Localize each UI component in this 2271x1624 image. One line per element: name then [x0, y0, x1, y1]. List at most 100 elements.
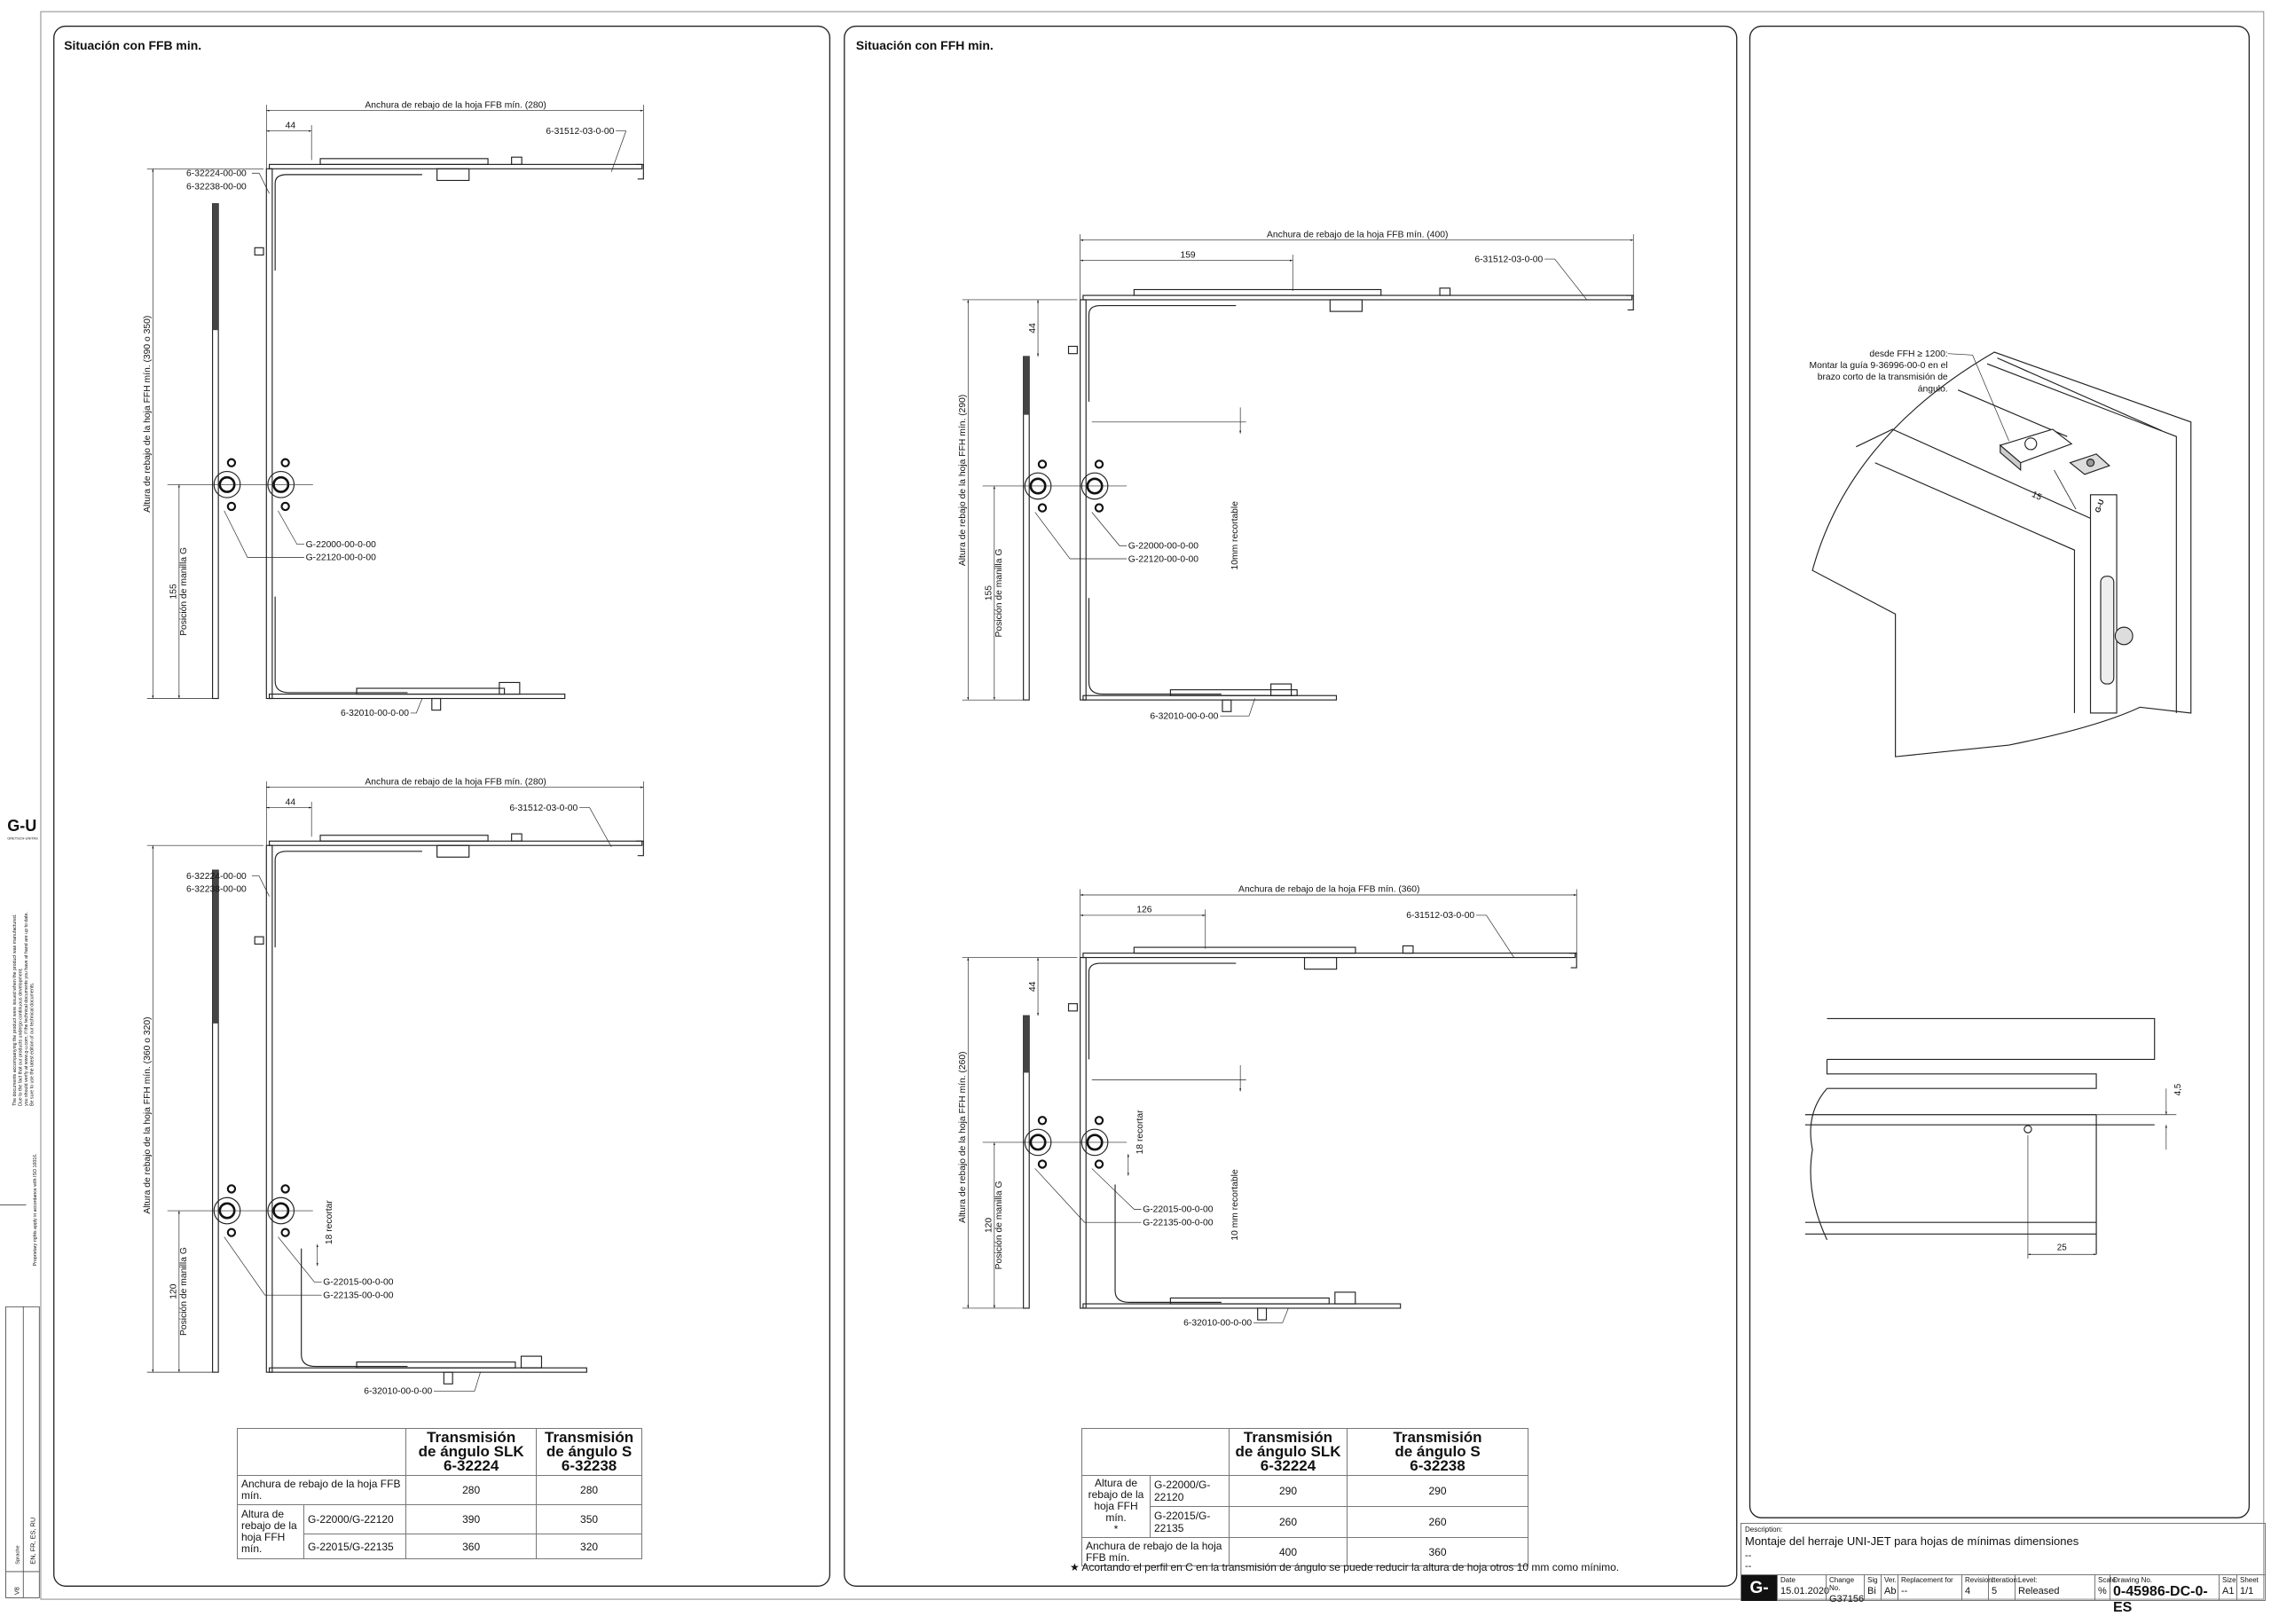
screw-hole: [226, 1228, 237, 1237]
bar-hatch: [212, 203, 219, 331]
top-stay-arm: [1082, 953, 1576, 959]
width-dim-label: Anchura de rebajo de la hoja FFB mín. (2…: [365, 777, 546, 787]
bottom-plate: [356, 1361, 516, 1369]
bar-hatch: [1023, 356, 1030, 415]
leader-line: [610, 130, 627, 172]
title-block: Description: Montaje del herraje UNI-JET…: [1741, 1523, 2266, 1621]
c-profile-bottom: [1088, 598, 1222, 695]
part-label-corner: 6-32224-00-00: [186, 169, 247, 179]
bottom-plate: [1169, 689, 1298, 696]
part-label-bottom: 6-32010-00-0-00: [1150, 711, 1218, 721]
vert-dim-label: 44: [1028, 323, 1038, 333]
cut-label: 18 recortar: [1136, 1110, 1145, 1154]
leader-line: [278, 510, 304, 545]
screw-hole: [280, 1184, 290, 1194]
svg-text:desde FFH ≥ 1200:: desde FFH ≥ 1200:: [1869, 349, 1947, 359]
svg-text:V8: V8: [12, 1587, 20, 1595]
screw-hole: [226, 1184, 237, 1194]
panel-title-ffh: Situación con FFH min.: [856, 38, 994, 52]
panel-detail: [1748, 25, 2251, 1518]
bottom-stay-arm: [1082, 1303, 1402, 1309]
leader-line: [579, 807, 612, 848]
bar-hatch: [1023, 1016, 1030, 1073]
sub-dim-label: 126: [1136, 906, 1151, 915]
corner-drive-rail: [1080, 299, 1087, 701]
part-label-bottom: 6-32010-00-0-00: [341, 709, 409, 718]
panel-title-ffb: Situación con FFB min.: [64, 38, 201, 52]
part-label-top: 6-31512-03-0-00: [1406, 911, 1474, 921]
detail-dim-4-5: 4,5: [2173, 1083, 2183, 1095]
corner-drive-rail: [265, 844, 273, 1373]
height-dim-label: Altura de rebajo de la hoja FFH mín. (36…: [143, 1016, 153, 1213]
arm-hook: [1626, 294, 1634, 311]
stay-block: [1329, 299, 1363, 312]
leader-line: [278, 1236, 322, 1283]
part-label-gearbox: G-22120-00-0-00: [306, 553, 376, 563]
panel-ffb: [53, 25, 831, 1587]
part-label-gearbox: G-22015-00-0-00: [1143, 1205, 1213, 1215]
leader-line: [224, 1236, 322, 1296]
part-label-bottom: 6-32010-00-0-00: [364, 1387, 432, 1397]
part-label-top: 6-31512-03-0-00: [546, 127, 614, 137]
bottom-pin: [443, 1371, 453, 1385]
svg-text:Be sure to use the latest edit: Be sure to use the latest edition of our…: [30, 983, 35, 1106]
svg-text:you should verify at www.g-u.c: you should verify at www.g-u.com, if the…: [24, 912, 29, 1106]
side-strip: G-U GRETSCH-UNITAS The documents accompa…: [0, 817, 40, 1598]
side-brand-logo: G-U: [7, 817, 36, 835]
vert-dim-label: 44: [1028, 981, 1038, 992]
c-profile-bottom: [1114, 1184, 1222, 1303]
gu-logo: G-U: [1741, 1575, 1777, 1621]
leader-line: [251, 875, 270, 897]
stay-slide: [1133, 288, 1382, 296]
svg-text:Sprache: Sprache: [15, 1545, 20, 1564]
c-profile-bottom: [301, 1248, 408, 1368]
section-detail-view: [1804, 1017, 2177, 1259]
part-label-corner: 6-32238-00-00: [186, 182, 247, 192]
bottom-pin: [1222, 699, 1232, 712]
leader-line: [1034, 1168, 1142, 1223]
handle-dim-label: Posición de manilla G: [179, 547, 189, 636]
c-profile-top: [1088, 304, 1237, 402]
top-stay-arm: [1082, 294, 1633, 301]
stay-slide: [319, 835, 489, 842]
handle-dim-value: 155: [985, 585, 994, 600]
bottom-stay-arm: [269, 1367, 587, 1373]
svg-text:EN, FR, ES, RU: EN, FR, ES, RU: [28, 1518, 36, 1565]
part-label-corner: 6-32224-00-00: [186, 872, 247, 882]
part-label-gearbox: G-22000-00-0-00: [306, 540, 376, 550]
svg-text:Proprietary rights apply in ac: Proprietary rights apply in accordance w…: [33, 1153, 38, 1266]
top-stay-arm: [269, 163, 643, 169]
leader-line: [1476, 914, 1514, 958]
bar-hatch: [212, 870, 219, 1024]
stay-pin: [1402, 945, 1414, 954]
corner-drive-rail: [265, 168, 273, 700]
handle-dim-value: 120: [985, 1218, 994, 1233]
part-label-gearbox: G-22135-00-0-00: [323, 1291, 393, 1300]
screw-hole: [1037, 503, 1048, 513]
iso-dim-15: 15: [2031, 490, 2044, 503]
screw-hole: [1094, 1159, 1104, 1169]
c-profile-top: [1088, 962, 1237, 1060]
bottom-stay-arm: [1082, 694, 1338, 701]
screw-hole: [1037, 1159, 1048, 1169]
part-label-bottom: 6-32010-00-0-00: [1183, 1319, 1252, 1329]
leader-line: [1091, 1168, 1142, 1210]
screw-hole: [1094, 503, 1104, 513]
sub-dim-label: 44: [286, 121, 296, 130]
handle-dim-label: Posición de manilla G: [994, 549, 1004, 638]
part-label-corner: 6-32238-00-00: [186, 885, 247, 895]
svg-text:Due to the fact that our produ: Due to the fact that our products underg…: [19, 968, 24, 1106]
locking-cam: [1067, 1003, 1078, 1012]
leader-line: [434, 1372, 481, 1392]
stay-slide: [319, 158, 489, 165]
drawing-description: Montaje del herraje UNI-JET para hojas d…: [1745, 1534, 2079, 1548]
svg-text:ángulo.: ángulo.: [1918, 384, 1948, 394]
height-dim-label: Altura de rebajo de la hoja FFH mín. (26…: [958, 1051, 968, 1222]
leader-line: [1220, 698, 1255, 717]
bottom-bearing: [520, 1355, 543, 1369]
bottom-pin: [431, 697, 442, 711]
